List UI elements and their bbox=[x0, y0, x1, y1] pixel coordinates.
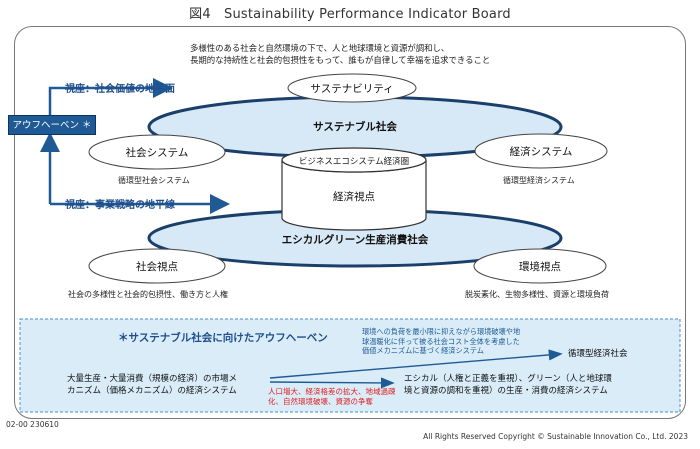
environment-view-caption: 脱炭素化、生物多様性、資源と環境負荷 bbox=[465, 290, 609, 299]
environment-view-label: 環境視点 bbox=[519, 261, 561, 273]
lower-arrow-label: 視座：事業戦略の地平線 bbox=[65, 200, 175, 211]
upper-note: 環境への負荷を最小限に抑えながら環境破壊や地 球温暖化に伴って被る社会コスト全体… bbox=[362, 327, 520, 356]
upper-ring-label: サステナブル社会 bbox=[313, 121, 397, 133]
cylinder-body-label: 経済視点 bbox=[333, 191, 375, 203]
ethical-green-text: エシカル（人権と正義を重視）、グリーン（人と地球環 境と資源の調和を重視）の生産… bbox=[404, 373, 612, 397]
copyright: All Rights Reserved Copyright © Sustaina… bbox=[423, 432, 688, 441]
figure-title: 図4 Sustainability Performance Indicator … bbox=[189, 7, 511, 22]
social-system-caption: 循環型社会システム bbox=[118, 176, 190, 185]
social-system-label: 社会システム bbox=[125, 147, 189, 159]
social-view-label: 社会視点 bbox=[136, 261, 178, 273]
economic-system-label: 経済システム bbox=[509, 146, 573, 158]
aufheben-box-title: ＊サステナブル社会に向けたアウフヘーベン bbox=[118, 332, 328, 344]
oval-social-view bbox=[88, 248, 226, 284]
upper-arrow-label: 視座：社会価値の地平面 bbox=[65, 84, 175, 95]
vision-line-1: 多様性のある社会と自然環境の下で、人と地球環境と資源が調和し、 bbox=[190, 43, 450, 53]
issues-line-1: 人口増大、経済格差の拡大、地域過疎 bbox=[268, 387, 396, 396]
oval-environment-view bbox=[473, 248, 607, 284]
issues-line-2: 化、自然環境破壊、資源の争奪 bbox=[268, 397, 373, 406]
lower-ring-label: エシカルグリーン生産消費社会 bbox=[281, 234, 429, 246]
goal-label: 循環型経済社会 bbox=[568, 349, 628, 359]
mass-production-line-1: 大量生産・大量消費（規模の経済）の市場メ bbox=[67, 374, 238, 384]
oval-social-system bbox=[88, 134, 226, 170]
vision-line-2: 長期的な持続性と社会的包摂性をもって、誰もが自律して幸福を追求できること bbox=[190, 55, 491, 65]
box-arrow-lower bbox=[269, 377, 395, 389]
ethical-green-line-1: エシカル（人権と正義を重視）、グリーン（人と地球環 bbox=[404, 374, 612, 384]
oval-economic-system bbox=[474, 133, 608, 169]
social-view-caption: 社会の多様性と社会的包摂性、働き方と人権 bbox=[68, 290, 228, 299]
upper-note-line-1: 環境への負荷を最小限に抑えながら環境破壊や地 bbox=[362, 327, 521, 336]
sustainability-label: サステナビリティ bbox=[310, 83, 394, 95]
vision-statement: 多様性のある社会と自然環境の下で、人と地球環境と資源が調和し、 長期的な持続性と… bbox=[190, 42, 550, 66]
upper-note-line-3: 価値メカニズムに基づく経済システム bbox=[362, 346, 484, 355]
economic-system-caption: 循環型経済システム bbox=[503, 176, 575, 185]
cylinder-top bbox=[281, 147, 427, 173]
aufheben-badge: アウフヘーベン ＊ bbox=[8, 115, 96, 135]
issues-text: 人口増大、経済格差の拡大、地域過疎 化、自然環境破壊、資源の争奪 bbox=[268, 387, 396, 407]
box-arrow-upper bbox=[269, 349, 563, 379]
diagram-frame bbox=[14, 26, 686, 419]
ethical-green-line-2: 境と資源の調和を重視）の生産・消費の経済システム bbox=[404, 386, 608, 396]
upper-note-line-2: 球温暖化に伴って被る社会コスト全体を考慮した bbox=[362, 336, 520, 346]
upper-arrow bbox=[48, 78, 173, 115]
oval-sustainability bbox=[287, 73, 417, 103]
cylinder-top-label: ビジネスエコシステム経済圏 bbox=[298, 157, 410, 167]
aufheben-box-bg bbox=[19, 318, 681, 413]
mass-production-line-2: カニズム（価格メカニズム）の経済システム bbox=[67, 386, 237, 396]
mass-production-text: 大量生産・大量消費（規模の経済）の市場メ カニズム（価格メカニズム）の経済システ… bbox=[67, 373, 237, 397]
document-code: 02-00 230610 bbox=[6, 420, 59, 429]
